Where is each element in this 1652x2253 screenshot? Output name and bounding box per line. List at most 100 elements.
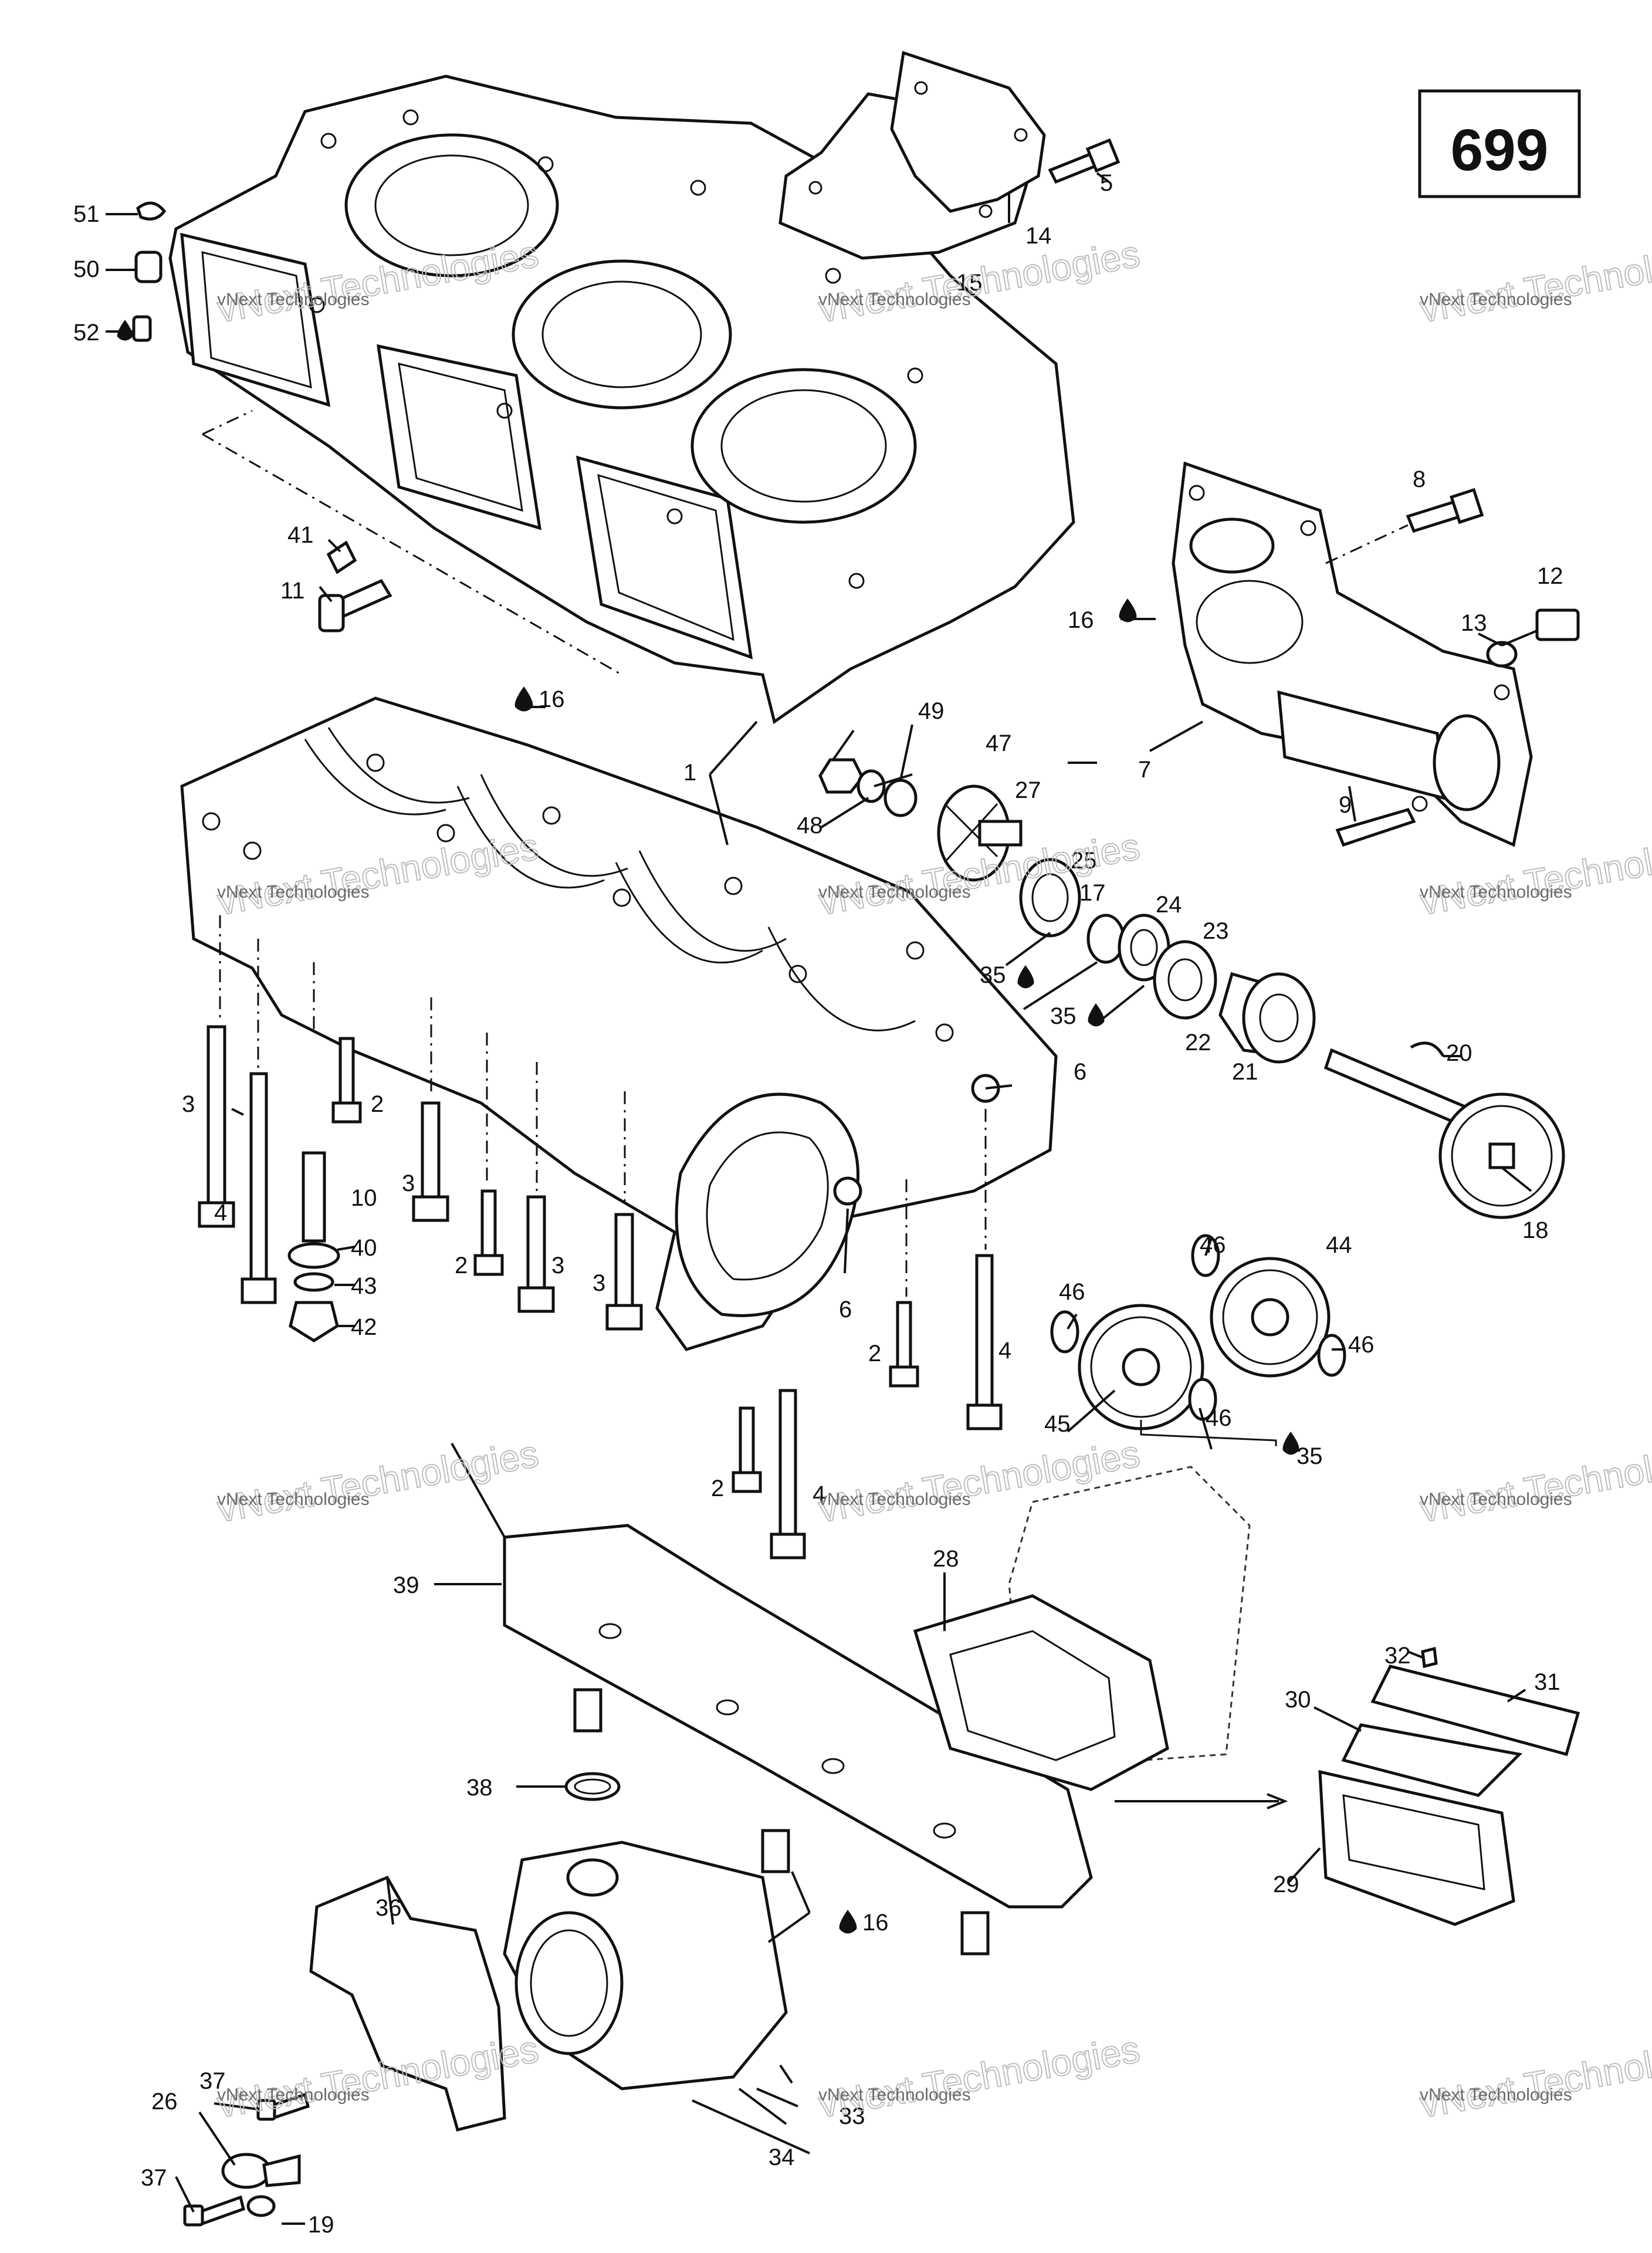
callout-41: 41 <box>287 522 314 548</box>
callout-51: 51 <box>73 201 100 227</box>
callout-52: 52 <box>73 320 100 346</box>
page-number-box: 699 <box>1418 89 1581 198</box>
callout-45: 45 <box>1044 1411 1071 1437</box>
watermark-small: vNext Technologies <box>818 2085 971 2105</box>
watermark-small: vNext Technologies <box>217 882 370 902</box>
pump-housing <box>1172 461 1580 847</box>
leader-lines <box>106 172 1538 2225</box>
watermark-small: vNext Technologies <box>1420 882 1572 902</box>
callout-4-b: 4 <box>998 1338 1011 1364</box>
callout-35-a: 35 <box>980 962 1006 988</box>
callout-20: 20 <box>1446 1040 1472 1066</box>
callout-21: 21 <box>1232 1059 1258 1085</box>
watermark-large: vNext Technologies <box>1417 2028 1652 2126</box>
callout-46-a: 46 <box>1200 1232 1226 1258</box>
drop-icon <box>1088 1003 1105 1027</box>
callout-2-b: 2 <box>455 1253 468 1278</box>
callout-2-d: 2 <box>711 1476 724 1501</box>
callout-3-b: 3 <box>402 1171 415 1196</box>
callout-29: 29 <box>1273 1872 1299 1897</box>
callout-24: 24 <box>1156 892 1182 918</box>
callout-11: 11 <box>280 578 305 604</box>
watermark-small: vNext Technologies <box>217 290 370 309</box>
watermark-small: vNext Technologies <box>818 290 971 309</box>
callout-4-c: 4 <box>813 1481 825 1507</box>
callout-30: 30 <box>1285 1687 1311 1713</box>
gaskets-top <box>778 50 1120 260</box>
callout-19: 19 <box>308 2212 334 2238</box>
callout-23: 23 <box>1203 918 1229 944</box>
callout-16-a: 16 <box>539 686 565 712</box>
callout-2-a: 2 <box>371 1091 384 1117</box>
callout-35-c: 35 <box>1296 1443 1323 1469</box>
callout-35-b: 35 <box>1050 1003 1076 1029</box>
watermark-large: vNext Technologies <box>815 2028 1143 2126</box>
watermark-small: vNext Technologies <box>217 1490 370 1509</box>
callout-36: 36 <box>375 1895 402 1921</box>
callout-26: 26 <box>151 2089 178 2115</box>
small-parts-left <box>132 201 392 632</box>
drop-icon <box>839 1910 857 1934</box>
callout-46-c: 46 <box>1348 1332 1375 1358</box>
watermark-large: vNext Technologies <box>1417 825 1652 923</box>
callout-10: 10 <box>351 1185 377 1211</box>
callout-14: 14 <box>1025 223 1052 249</box>
callout-44: 44 <box>1326 1232 1352 1258</box>
intake-manifold <box>183 1466 1580 2227</box>
callout-9: 9 <box>1339 792 1352 818</box>
callout-16-c: 16 <box>862 1910 889 1936</box>
callout-38: 38 <box>466 1775 493 1801</box>
callout-39: 39 <box>393 1572 419 1598</box>
callout-12: 12 <box>1537 563 1563 589</box>
callout-46-d: 46 <box>1206 1405 1232 1431</box>
watermark-large: vNext Technologies <box>1417 1432 1652 1530</box>
drop-icons <box>117 320 1299 1934</box>
callout-46-b: 46 <box>1059 1279 1085 1305</box>
callout-27: 27 <box>1015 777 1041 803</box>
callout-5: 5 <box>1100 170 1113 196</box>
callout-18: 18 <box>1522 1217 1549 1243</box>
drop-icon <box>514 686 533 712</box>
drop-icon <box>1282 1432 1299 1455</box>
callout-42: 42 <box>351 1314 377 1340</box>
drop-icon <box>117 320 133 341</box>
drop-icon <box>1119 598 1137 623</box>
watermark-small: vNext Technologies <box>1420 1490 1572 1509</box>
callout-28: 28 <box>933 1546 959 1572</box>
callout-37-a: 37 <box>199 2068 226 2094</box>
callout-4-a: 4 <box>214 1200 227 1226</box>
gear-train <box>818 758 1565 1446</box>
watermark-large: vNext Technologies <box>815 1432 1143 1530</box>
callout-15: 15 <box>956 270 983 296</box>
callout-17: 17 <box>1079 880 1106 906</box>
callout-6-b: 6 <box>839 1297 852 1322</box>
callout-25: 25 <box>1071 848 1097 874</box>
callout-3-a: 3 <box>182 1091 195 1117</box>
watermark-small: vNext Technologies <box>1420 290 1572 309</box>
drop-icon <box>1017 965 1034 989</box>
watermark-large: vNext Technologies <box>1417 232 1652 330</box>
callout-8: 8 <box>1413 466 1426 492</box>
page-number: 699 <box>1451 117 1549 183</box>
callout-3-d: 3 <box>593 1270 605 1296</box>
callout-16-b: 16 <box>1068 607 1094 633</box>
callout-32: 32 <box>1384 1643 1411 1669</box>
callout-37-b: 37 <box>141 2165 167 2191</box>
watermark-small: vNext Technologies <box>1420 2085 1572 2105</box>
callout-47: 47 <box>986 730 1012 756</box>
watermark-small: vNext Technologies <box>217 2085 370 2105</box>
watermark-small: vNext Technologies <box>818 882 971 902</box>
callout-40: 40 <box>351 1235 377 1261</box>
callout-7: 7 <box>1138 757 1151 783</box>
callout-49: 49 <box>918 698 945 724</box>
callout-43: 43 <box>351 1273 377 1299</box>
callout-31: 31 <box>1534 1669 1560 1695</box>
callout-22: 22 <box>1185 1030 1211 1056</box>
callout-34: 34 <box>769 2144 795 2170</box>
callout-13: 13 <box>1461 610 1487 636</box>
callout-3-c: 3 <box>551 1253 564 1278</box>
callout-6-a: 6 <box>1074 1059 1086 1085</box>
callout-33: 33 <box>839 2103 865 2129</box>
callout-2-c: 2 <box>868 1341 881 1366</box>
